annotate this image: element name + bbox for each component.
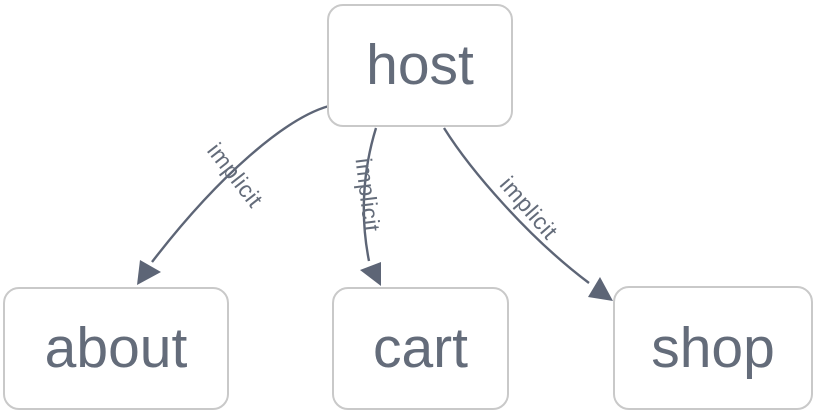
edge-host-shop-arrowhead [588,277,613,301]
node-host-label: host [366,33,474,97]
node-cart-label: cart [372,316,469,380]
node-about-label: about [44,316,188,380]
edge-host-shop-label: implicit [495,171,563,244]
edge-host-about[interactable]: implicit [137,104,330,285]
edge-host-cart-label: implicit [351,157,386,234]
node-host[interactable]: host [327,4,513,127]
edge-host-cart-path [362,127,378,262]
node-shop[interactable]: shop [613,286,813,410]
edge-host-about-path [151,104,330,263]
edge-host-about-arrowhead [137,260,161,285]
node-cart[interactable]: cart [332,287,509,410]
node-shop-label: shop [651,315,775,380]
node-about[interactable]: about [3,287,229,410]
edge-host-shop-path [442,127,590,284]
edge-host-shop[interactable]: implicit [442,127,613,301]
edge-host-cart-arrowhead [360,262,381,286]
edge-host-cart[interactable]: implicit [351,127,386,286]
